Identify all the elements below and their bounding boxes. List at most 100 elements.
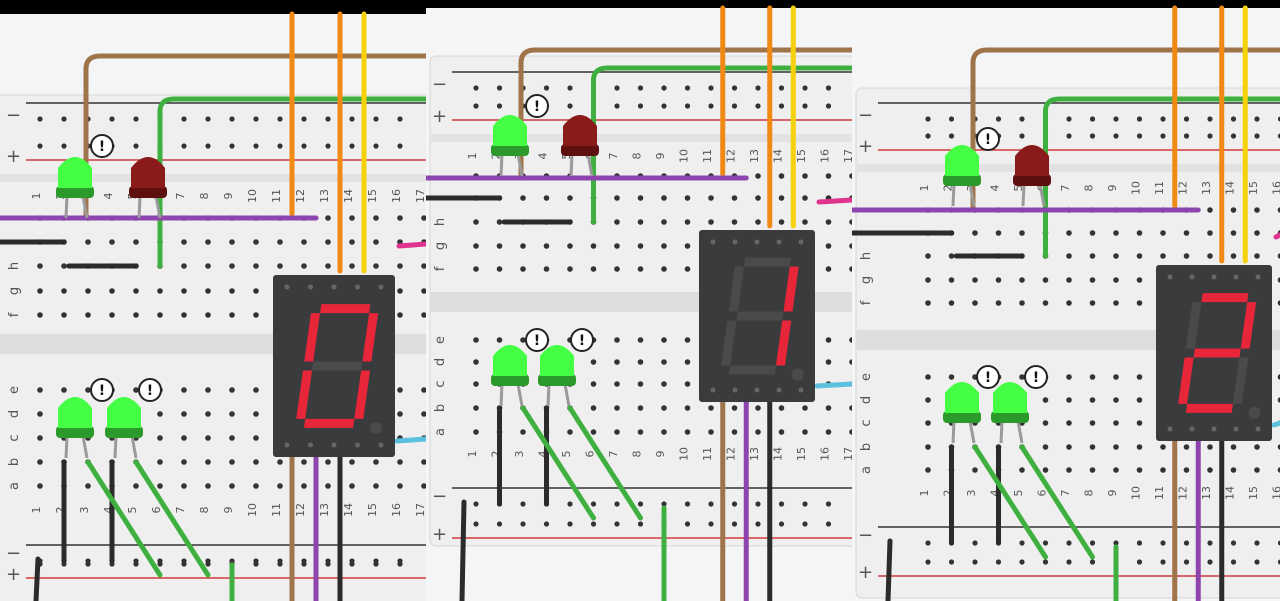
green-led[interactable] bbox=[945, 382, 979, 413]
warning-icon[interactable] bbox=[138, 378, 162, 402]
column-number-label: 1 bbox=[30, 193, 43, 200]
rail-minus-sign: − bbox=[6, 105, 21, 126]
display-segment-c bbox=[775, 320, 792, 366]
terminal-hole bbox=[229, 411, 235, 417]
led-base bbox=[561, 144, 599, 156]
wire-black-rail[interactable] bbox=[33, 556, 41, 601]
warning-icon[interactable] bbox=[90, 378, 114, 402]
rail-hole bbox=[637, 85, 644, 91]
terminal-hole bbox=[325, 483, 331, 489]
wire-black-rail[interactable] bbox=[885, 538, 893, 601]
rail-hole bbox=[205, 561, 211, 567]
column-number-label: 9 bbox=[1106, 490, 1119, 497]
column-number-label: 16 bbox=[390, 189, 403, 203]
rail-plus-sign: + bbox=[6, 564, 21, 585]
warning-icon[interactable] bbox=[525, 328, 549, 352]
rail-hole bbox=[1230, 540, 1237, 546]
warning-icon[interactable] bbox=[570, 328, 594, 352]
wire-pink[interactable] bbox=[396, 241, 426, 249]
wire-green-diag-a[interactable] bbox=[85, 459, 163, 578]
terminal-hole bbox=[1207, 230, 1213, 236]
terminal-hole bbox=[421, 459, 426, 465]
rail-hole bbox=[948, 559, 955, 565]
terminal-hole bbox=[802, 405, 808, 411]
green-led[interactable] bbox=[58, 157, 92, 188]
column-number-label: 7 bbox=[174, 193, 187, 200]
wire-green-top[interactable] bbox=[1043, 96, 1280, 259]
display-segment-d bbox=[303, 418, 355, 428]
wire-green-diag-b[interactable] bbox=[567, 405, 643, 521]
rail-hole bbox=[1207, 116, 1213, 122]
terminal-hole bbox=[972, 467, 978, 473]
led-leg bbox=[951, 183, 956, 207]
terminal-hole bbox=[661, 219, 667, 225]
rail-hole bbox=[1089, 540, 1096, 546]
terminal-hole bbox=[37, 312, 43, 318]
green-led[interactable] bbox=[993, 382, 1027, 413]
terminal-hole bbox=[925, 467, 931, 473]
wire-cyan[interactable] bbox=[1271, 420, 1280, 428]
red-led[interactable] bbox=[131, 157, 165, 188]
rail-hole bbox=[614, 103, 620, 109]
wire-cyan[interactable] bbox=[394, 436, 426, 444]
warning-icon[interactable] bbox=[525, 94, 549, 118]
wire-green-diag-b[interactable] bbox=[133, 459, 211, 578]
terminal-hole bbox=[948, 374, 955, 380]
terminal-hole bbox=[301, 483, 307, 489]
wire-black-rail[interactable] bbox=[459, 499, 467, 601]
terminal-hole bbox=[1042, 420, 1049, 426]
green-led[interactable] bbox=[540, 345, 574, 376]
terminal-hole bbox=[229, 288, 235, 294]
rail-hole bbox=[684, 85, 691, 91]
terminal-hole bbox=[85, 239, 91, 245]
terminal-hole bbox=[1230, 230, 1237, 236]
wire-green-top[interactable] bbox=[157, 96, 426, 269]
green-led[interactable] bbox=[107, 397, 141, 428]
green-led[interactable] bbox=[493, 345, 527, 376]
rail-hole bbox=[567, 521, 573, 527]
rail-hole bbox=[277, 561, 283, 567]
warning-icon[interactable] bbox=[90, 134, 114, 158]
display-pin-hole bbox=[710, 387, 716, 393]
rail-hole bbox=[181, 561, 187, 567]
rail-hole bbox=[1277, 559, 1280, 565]
terminal-hole bbox=[85, 483, 91, 489]
led-leg bbox=[81, 195, 89, 219]
wire-green-top[interactable] bbox=[591, 65, 853, 225]
green-led[interactable] bbox=[493, 115, 527, 146]
terminal-hole bbox=[277, 263, 283, 269]
green-led[interactable] bbox=[945, 145, 979, 176]
warning-icon[interactable] bbox=[1024, 365, 1048, 389]
rail-hole bbox=[61, 116, 67, 122]
red-led[interactable] bbox=[1015, 145, 1049, 176]
terminal-hole bbox=[37, 263, 43, 269]
wire-green-diag-a[interactable] bbox=[972, 444, 1048, 560]
terminal-hole bbox=[1042, 467, 1049, 473]
rail-hole bbox=[731, 501, 738, 507]
wire-brown-top[interactable] bbox=[518, 47, 852, 177]
rail-hole bbox=[972, 559, 978, 565]
terminal-hole bbox=[849, 243, 852, 249]
terminal-hole bbox=[661, 381, 667, 387]
warning-icon[interactable] bbox=[976, 127, 1000, 151]
wire-pink[interactable] bbox=[816, 197, 852, 205]
wire-cyan[interactable] bbox=[814, 381, 852, 389]
green-led[interactable] bbox=[58, 397, 92, 428]
terminal-hole bbox=[473, 337, 479, 343]
terminal-hole bbox=[205, 263, 211, 269]
wire-brown-top[interactable] bbox=[83, 53, 426, 219]
column-number-label: 4 bbox=[537, 153, 550, 160]
terminal-hole bbox=[1042, 300, 1049, 306]
display-pin-hole bbox=[1233, 426, 1239, 432]
terminal-hole bbox=[325, 459, 331, 465]
warning-icon[interactable] bbox=[976, 365, 1000, 389]
red-led[interactable] bbox=[563, 115, 597, 146]
terminal-hole bbox=[543, 195, 550, 201]
terminal-hole bbox=[253, 288, 259, 294]
terminal-hole bbox=[567, 266, 573, 272]
wire-brown-top[interactable] bbox=[970, 47, 1280, 211]
wire-green-diag-a[interactable] bbox=[520, 405, 596, 521]
wire-pink[interactable] bbox=[1273, 232, 1280, 240]
wire-green-diag-b[interactable] bbox=[1019, 444, 1095, 560]
terminal-hole bbox=[373, 263, 379, 269]
